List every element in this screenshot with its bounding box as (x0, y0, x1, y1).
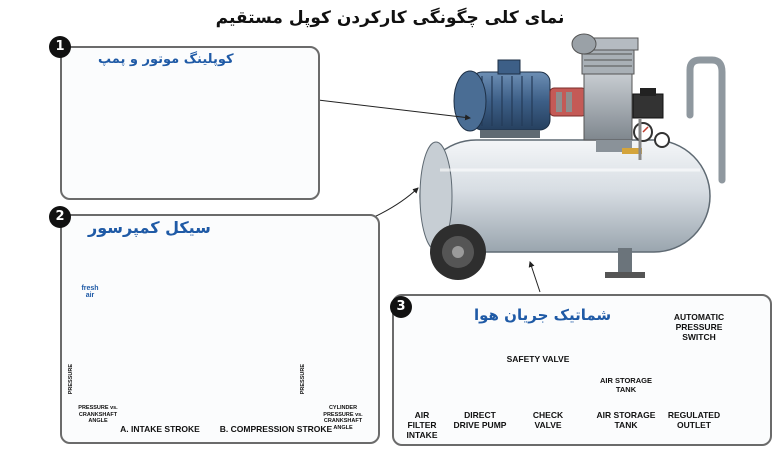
panel3-title: شماتیک جریان هوا (474, 306, 612, 324)
check-valve-label: CHECK VALVE (532, 410, 564, 430)
panel-motor-pump-coupling (60, 46, 320, 200)
connector-panel1 (317, 99, 471, 121)
intake-stroke-label: A. INTAKE STROKE (120, 424, 200, 434)
regulated-outlet-label: REGULATED OUTLET (667, 410, 721, 430)
graph2-y-label: PRESSURE (299, 363, 306, 395)
safety-valve-label: SAFETY VALVE (506, 354, 570, 364)
air-storage-tank-label: AIR STORAGE TANK (596, 410, 656, 430)
main-compressor-illustration (419, 33, 726, 280)
graph1-x-label: PRESSURE vs. CRANKSHAFT ANGLE (78, 405, 118, 424)
page-title: نمای کلی چگونگی کارکردن کوپل مستقیم (215, 8, 565, 28)
panel2-number-badge: 2 (49, 206, 71, 228)
connector-panel3 (528, 261, 541, 293)
fresh-air-label: fresh air (81, 285, 99, 299)
automatic-pressure-switch-label: AUTOMATIC PRESSURE SWITCH (673, 312, 725, 342)
tank-inner-label: AIR STORAGE TANK (600, 376, 652, 394)
panel-air-flow-schematic (392, 294, 772, 446)
graph1-y-label: PRESSURE (67, 363, 74, 395)
graph2-x-label: CYLINDER PRESSURE vs. CRANKSHAFT ANGLE (323, 405, 363, 431)
compression-stroke-label: B. COMPRESSION STROKE (219, 424, 333, 434)
panel2-title: سیکل کمپرسور (88, 218, 211, 237)
connector-panel2 (371, 187, 419, 219)
air-filter-intake-label: AIR FILTER INTAKE (406, 410, 438, 440)
panel3-number-badge: 3 (390, 296, 412, 318)
panel1-title: کوپلینگ موتور و پمپ (98, 52, 234, 67)
panel1-number-badge: 1 (49, 36, 71, 58)
panel-compressor-cycle (60, 214, 380, 444)
direct-drive-pump-label: DIRECT DRIVE PUMP (453, 410, 507, 430)
